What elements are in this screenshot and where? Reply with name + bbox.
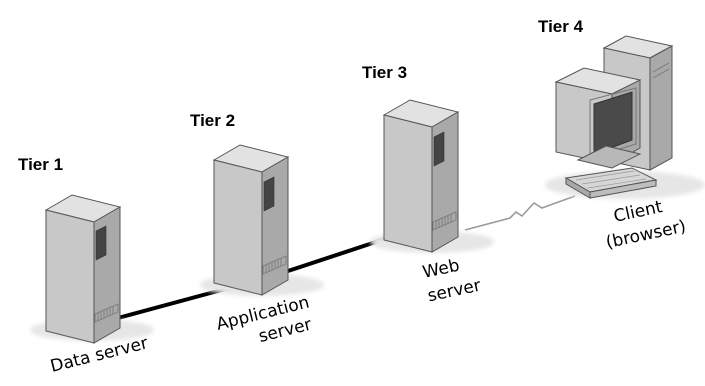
application-server-icon [200, 144, 324, 296]
captions: Data server Application server Web serve… [48, 197, 687, 377]
data-server-icon [30, 194, 154, 344]
tier-2-label: Tier 2 [190, 111, 235, 130]
tier-4-label: Tier 4 [538, 17, 584, 36]
tier-1-label: Tier 1 [18, 155, 63, 174]
tier-3-label: Tier 3 [362, 63, 407, 82]
network-link-tier3-tier4 [464, 195, 576, 231]
web-server-caption-line-1: Web [421, 256, 461, 283]
web-server-icon [370, 99, 494, 253]
client-computer-icon [545, 35, 705, 199]
connections [117, 195, 576, 320]
tier-labels: Tier 1 Tier 2 Tier 3 Tier 4 [18, 17, 584, 174]
